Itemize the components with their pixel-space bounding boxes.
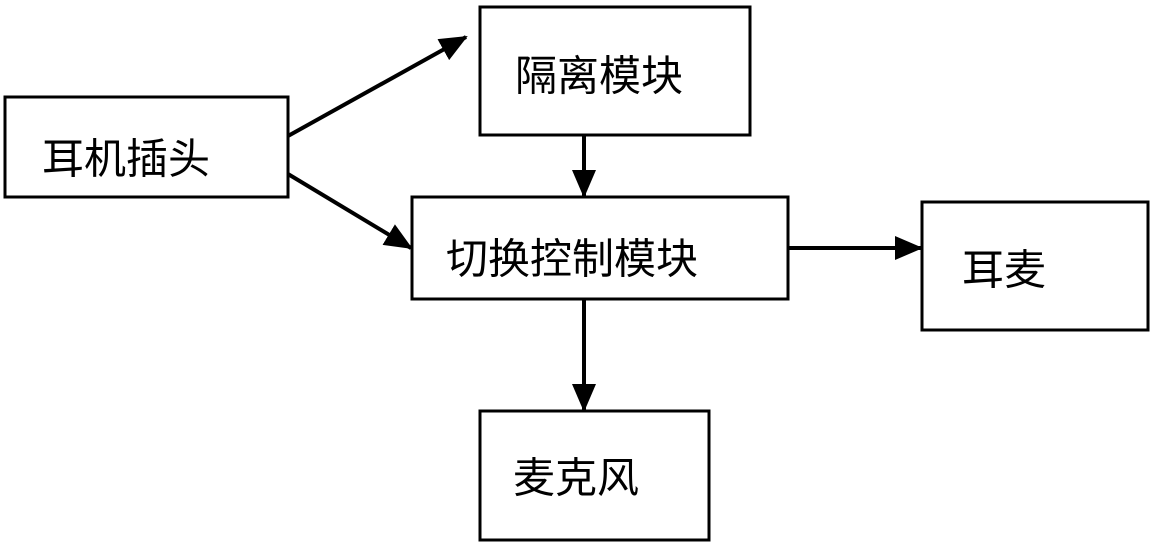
- node-earpiece: 耳麦: [920, 200, 1150, 332]
- node-earpiece-label: 耳麦: [962, 246, 1046, 295]
- edge-plug-to-switch: [286, 172, 413, 250]
- edge-plug-to-isolation: [287, 35, 468, 138]
- node-microphone: 麦克风: [478, 409, 711, 542]
- node-headphone-plug-label: 耳机插头: [42, 135, 210, 184]
- node-isolation-module-label: 隔离模块: [515, 52, 683, 101]
- node-switch-control-module-label: 切换控制模块: [446, 235, 698, 284]
- node-switch-control-module: 切换控制模块: [410, 195, 790, 301]
- node-isolation-module: 隔离模块: [478, 5, 752, 137]
- node-headphone-plug: 耳机插头: [3, 95, 290, 199]
- node-microphone-label: 麦克风: [513, 454, 639, 503]
